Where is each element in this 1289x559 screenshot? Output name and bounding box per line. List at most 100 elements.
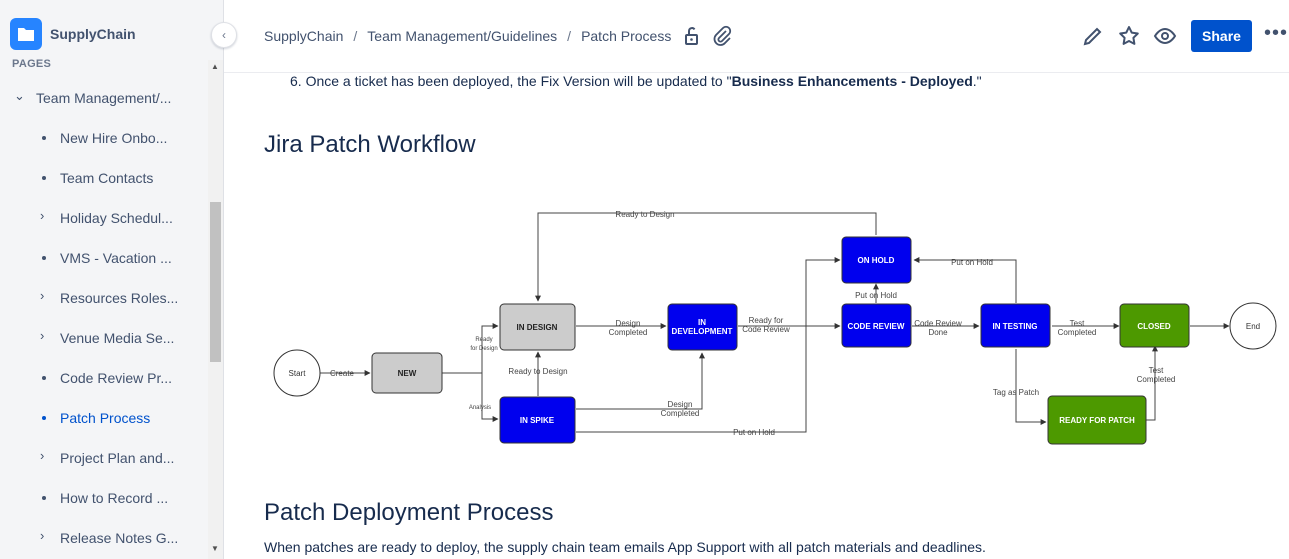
breadcrumb-space[interactable]: SupplyChain [264, 28, 344, 44]
chevron-right-icon[interactable]: › [40, 448, 45, 463]
watch-eye-icon[interactable] [1153, 24, 1177, 48]
sidebar-page-label: VMS - Vacation ... [60, 250, 172, 266]
edge-new-spike [481, 373, 499, 422]
sidebar-page-label: Team Contacts [60, 170, 154, 186]
star-icon[interactable] [1117, 24, 1141, 48]
chevron-right-icon[interactable]: › [40, 528, 45, 543]
edge-label-ready-for-design-1: Ready [475, 337, 492, 343]
edge-label-test-completed-b2: Completed [1137, 375, 1176, 384]
sidebar-page-item[interactable]: › Release Notes G... [0, 518, 208, 558]
edge-label-ready-for-cr-2: Code Review [742, 325, 790, 334]
list-item-suffix: ." [972, 73, 982, 89]
breadcrumb: SupplyChain/Team Management/Guidelines/P… [264, 28, 672, 44]
workflow-heading: Jira Patch Workflow [264, 131, 476, 158]
sidebar-page-item[interactable]: Code Review Pr... [0, 358, 208, 398]
page-content: 6. Once a ticket has been deployed, the … [224, 73, 1289, 559]
sidebar-page-label: New Hire Onbo... [60, 130, 168, 146]
edge-patch-closed [1146, 345, 1158, 421]
sidebar-page-item[interactable]: New Hire Onbo... [0, 118, 208, 158]
edge-label-test-completed-2: Completed [1058, 328, 1097, 337]
bullet-icon [42, 136, 46, 140]
scroll-up-arrow-icon[interactable]: ▲ [211, 62, 219, 71]
node-ready-for-patch [1047, 395, 1147, 445]
node-in-spike-label: IN SPIKE [520, 416, 555, 425]
sidebar-page-item[interactable]: ›Project Plan and... [0, 438, 208, 478]
attachment-icon[interactable] [710, 24, 734, 48]
chevron-right-icon[interactable]: › [40, 288, 45, 303]
bullet-icon [42, 176, 46, 180]
node-code-review-label: CODE REVIEW [848, 322, 905, 331]
edge-label-ready-for-design-2: for Design [470, 346, 497, 352]
scroll-down-arrow-icon[interactable]: ▼ [211, 544, 219, 553]
edge-label-ready-for-cr-1: Ready for [749, 316, 784, 325]
fix-version-name: Business Enhancements - Deployed [731, 73, 973, 89]
node-closed-label: CLOSED [1137, 322, 1171, 331]
edge-label-put-on-hold-test: Put on Hold [951, 258, 993, 267]
edge-label-test-completed-1: Test [1070, 319, 1085, 328]
pages-label: PAGES [12, 58, 52, 70]
chevron-right-icon[interactable]: › [40, 328, 45, 343]
sidebar-scrollbar[interactable]: ▲ ▼ [208, 60, 223, 559]
node-in-spike [499, 396, 576, 444]
unlock-icon[interactable] [680, 24, 704, 48]
space-header[interactable]: SupplyChain [0, 0, 223, 56]
chevron-right-icon[interactable]: › [40, 208, 45, 223]
sidebar-page-label: Resources Roles... [60, 290, 179, 306]
node-in-testing-label: IN TESTING [993, 322, 1038, 331]
collapse-sidebar-button[interactable]: ‹ [211, 22, 237, 48]
edge-label-design-completed-1: Design [616, 319, 641, 328]
share-button[interactable]: Share [1191, 20, 1252, 52]
page-tree: ⌄ Team Management/... New Hire Onbo... Te… [0, 78, 208, 558]
node-new-label: NEW [398, 369, 417, 378]
sidebar-page-item[interactable]: How to Record ... [0, 478, 208, 518]
edge-label-test-completed-b1: Test [1149, 366, 1164, 375]
node-in-design-label: IN DESIGN [517, 323, 558, 332]
edge-label-ready-to-design-top: Ready to Design [615, 210, 674, 219]
sidebar-page-item[interactable]: Team Contacts [0, 158, 208, 198]
node-in-dev-label-1: IN [698, 318, 706, 327]
sidebar-page-label: Release Notes G... [60, 530, 179, 546]
sidebar-page-item[interactable]: › Resources Roles... [0, 278, 208, 318]
tree-item-parent[interactable]: ⌄ Team Management/... [0, 78, 208, 118]
node-start-label: Start [289, 369, 307, 378]
breadcrumb-current[interactable]: Patch Process [581, 28, 672, 44]
more-options-icon[interactable]: ••• [1264, 22, 1289, 44]
edge-spike-dev [576, 352, 705, 410]
edge-hold-design [535, 212, 877, 302]
sidebar-page-label: How to Record ... [60, 490, 169, 506]
list-item: 6. Once a ticket has been deployed, the … [290, 73, 982, 89]
bullet-icon [42, 496, 46, 500]
node-on-hold [841, 236, 912, 284]
scrollbar-thumb[interactable] [210, 202, 221, 362]
node-end-label: End [1246, 322, 1260, 331]
sidebar-page-item[interactable]: › Venue Media Se... [0, 318, 208, 358]
sidebar-page-item[interactable]: VMS - Vacation ... [0, 238, 208, 278]
node-in-development [667, 303, 738, 351]
edge-label-design-completed-b2: Completed [661, 409, 700, 418]
edge-label-ready-to-design-mid: Ready to Design [508, 367, 567, 376]
edge-label-cr-done-1: Code Review [914, 319, 962, 328]
space-folder-icon [10, 18, 42, 50]
node-code-review [841, 303, 912, 348]
edge-testing-hold [913, 257, 1017, 303]
sidebar-page-item[interactable]: ›Holiday Schedul... [0, 198, 208, 238]
edge-label-put-on-hold-spike: Put on Hold [733, 428, 775, 437]
top-bar: SupplyChain/Team Management/Guidelines/P… [224, 0, 1289, 73]
breadcrumb-parent[interactable]: Team Management/Guidelines [367, 28, 558, 44]
edge-new-design [442, 323, 499, 374]
chevron-left-icon: ‹ [222, 28, 226, 42]
sidebar-page-item[interactable]: Patch Process [0, 398, 208, 438]
node-in-design [499, 303, 576, 351]
sidebar-page-label: Venue Media Se... [60, 330, 175, 346]
edge-label-put-on-hold-cr: Put on Hold [855, 291, 897, 300]
edge-spike-hold [576, 257, 841, 433]
edit-pencil-icon[interactable] [1081, 24, 1105, 48]
edge-testing-patch [1015, 349, 1047, 425]
space-name: SupplyChain [50, 26, 136, 42]
bullet-icon [42, 256, 46, 260]
edge-label-tag-as-patch: Tag as Patch [993, 388, 1039, 397]
node-ready-for-patch-label: READY FOR PATCH [1059, 416, 1135, 425]
bullet-icon [42, 416, 46, 420]
edge-label-analysis: Analysis [469, 405, 491, 411]
chevron-down-icon[interactable]: ⌄ [14, 88, 25, 103]
